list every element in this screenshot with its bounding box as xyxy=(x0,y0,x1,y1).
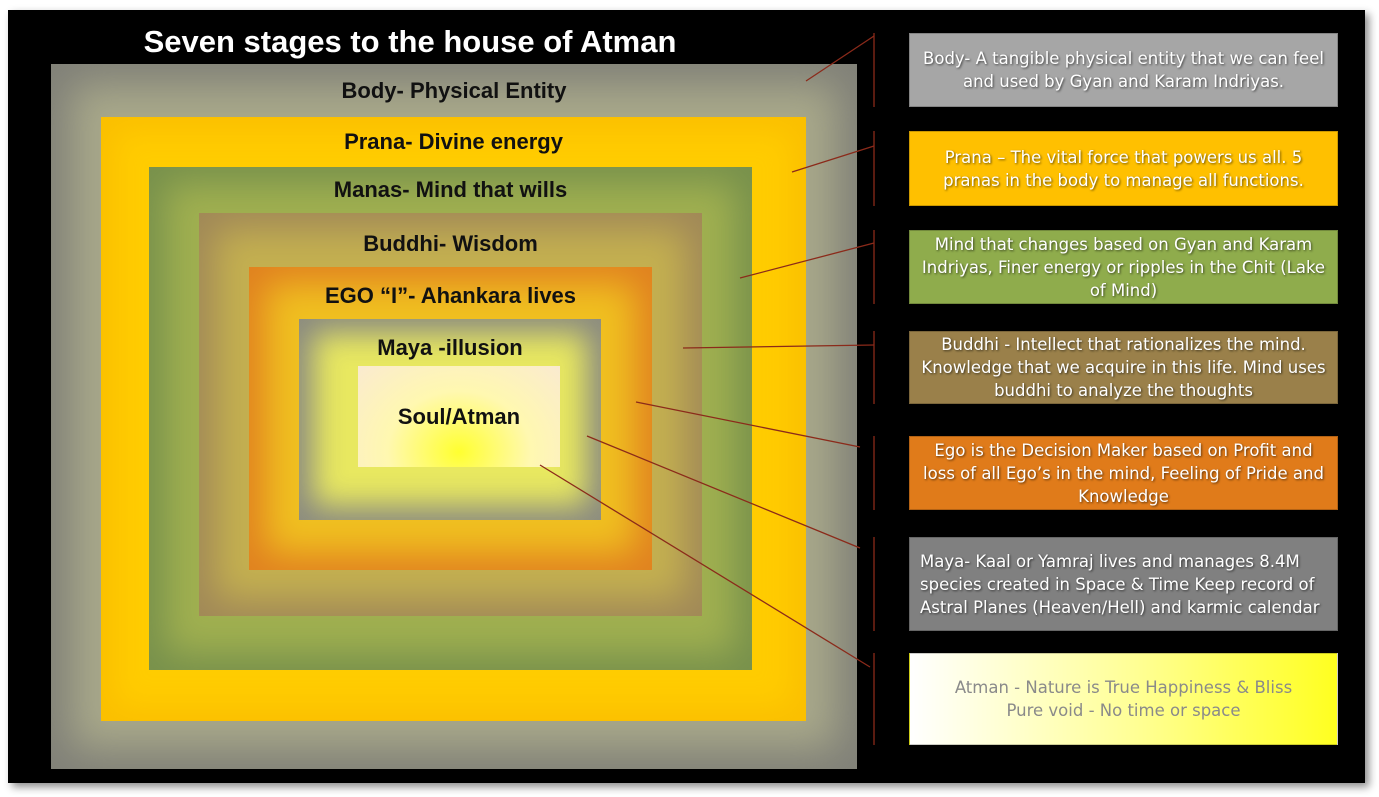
description-text: Buddhi - Intellect that rationalizes the… xyxy=(921,335,1326,400)
description-text: Prana – The vital force that powers us a… xyxy=(943,147,1304,190)
description-atman: Atman - Nature is True Happiness & Bliss… xyxy=(909,653,1338,745)
stage-label: Prana- Divine energy xyxy=(344,129,563,154)
description-text: Mind that changes based on Gyan and Kara… xyxy=(921,234,1326,300)
description-manas: Mind that changes based on Gyan and Kara… xyxy=(909,230,1338,304)
stage-label: Soul/Atman xyxy=(397,403,521,429)
description-prana: Prana – The vital force that powers us a… xyxy=(909,131,1338,206)
stage-label: Body- Physical Entity xyxy=(341,78,567,103)
description-text: Ego is the Decision Maker based on Profi… xyxy=(923,440,1324,506)
stage-label: Manas- Mind that wills xyxy=(333,177,568,202)
description-text: Atman - Nature is True Happiness & Bliss… xyxy=(954,678,1293,720)
description-text: Body- A tangible physical entity that we… xyxy=(923,49,1324,91)
stage-soul-square: Soul/Atman xyxy=(358,366,560,467)
description-buddhi: Buddhi - Intellect that rationalizes the… xyxy=(909,331,1338,404)
stage-label: EGO “I”- Ahankara lives xyxy=(324,283,577,308)
stage-label: Buddhi- Wisdom xyxy=(363,231,538,256)
description-ego: Ego is the Decision Maker based on Profi… xyxy=(909,436,1338,510)
description-text: Maya- Kaal or Yamraj lives and manages 8… xyxy=(920,551,1320,617)
description-body: Body- A tangible physical entity that we… xyxy=(909,33,1338,107)
diagram-title: Seven stages to the house of Atman xyxy=(143,24,677,59)
stage-label: Maya -illusion xyxy=(377,335,523,360)
description-maya: Maya- Kaal or Yamraj lives and manages 8… xyxy=(909,537,1338,631)
